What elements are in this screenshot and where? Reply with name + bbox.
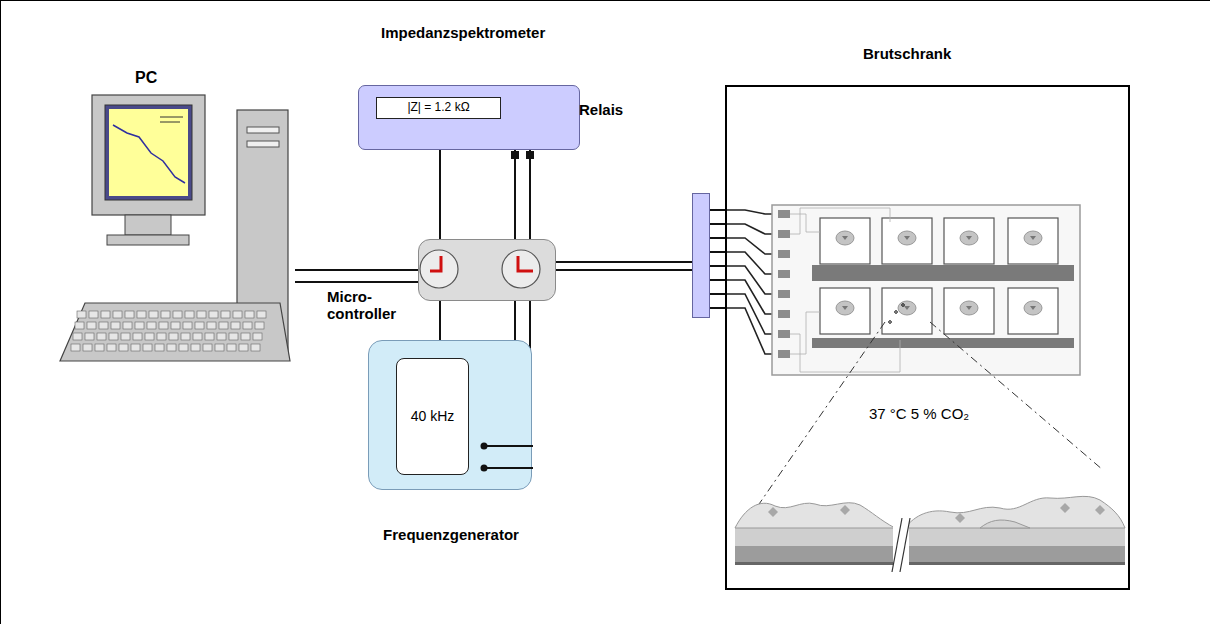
wire-connector [295, 270, 418, 282]
wire-connector [439, 150, 441, 239]
computer-illustration [55, 65, 295, 370]
wire-connector [439, 301, 441, 340]
relay-bar: Relais [692, 193, 710, 318]
switch-symbols [419, 240, 555, 300]
cell-layer [735, 496, 1125, 572]
node-label: Frequenzgenerator [369, 526, 533, 543]
node-note: 37 °C 5 % CO₂ [869, 405, 969, 422]
node-label: Impedanzspektrometer [381, 24, 545, 41]
display-box: |Z| = 1.2 kΩ [376, 97, 501, 119]
frequency-display: 40 kHz [396, 358, 469, 475]
node-label: Micro- controller [327, 288, 411, 323]
computer: PC [55, 65, 295, 370]
microcontroller-box: Micro- controller [418, 239, 556, 301]
wire-connector [556, 262, 692, 270]
wire-connector [710, 210, 725, 308]
spectrometer-box: Impedanzspektrometer|Z| = 1.2 kΩ [358, 85, 580, 150]
generator-box: Frequenzgenerator40 kHz [368, 340, 532, 490]
electrode-chip [772, 205, 1080, 375]
incubator-box: Brutschrank37 °C 5 % CO₂ [725, 85, 1130, 590]
zoom-lines [748, 322, 1103, 520]
node-label: Brutschrank [863, 45, 951, 62]
relay-wires [727, 210, 779, 354]
node-label: 40 kHz [397, 359, 468, 474]
node-label: |Z| = 1.2 kΩ [377, 98, 500, 118]
node-label: PC [135, 69, 157, 87]
node-label: Relais [579, 101, 623, 118]
